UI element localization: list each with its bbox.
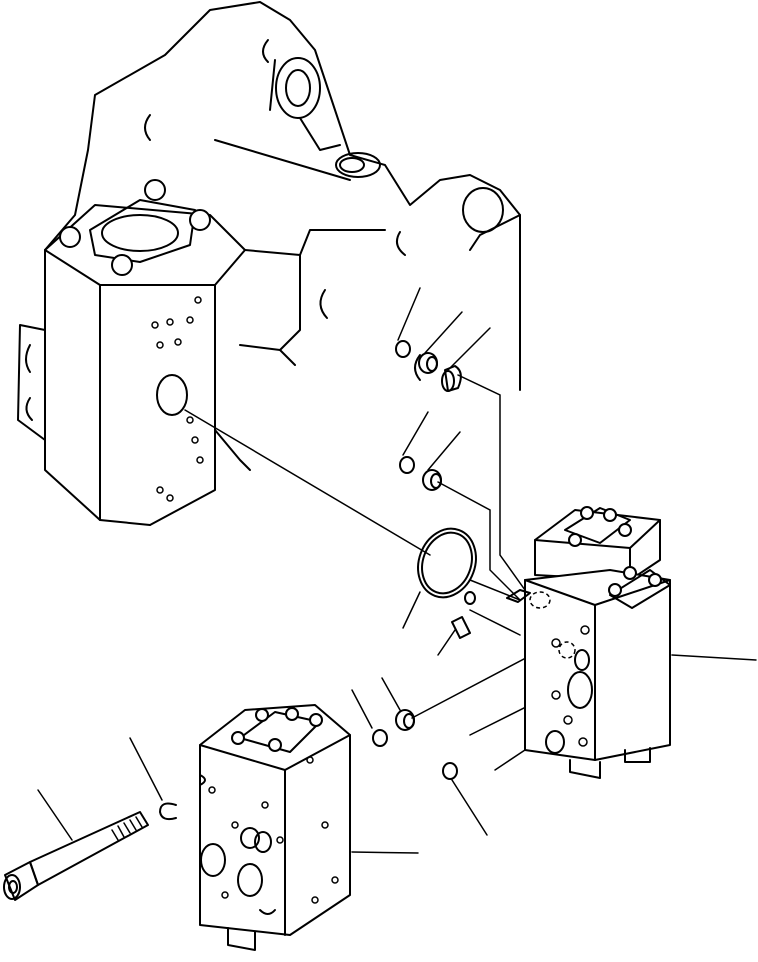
assembly-lines (184, 374, 561, 771)
main-valve-block (506, 506, 671, 779)
secondary-valve-block (199, 704, 351, 951)
leader-line (37, 789, 73, 841)
leader-line (437, 629, 456, 656)
leader-lines (37, 287, 757, 854)
leader-line (351, 689, 373, 729)
housing-port-holes (151, 296, 204, 502)
sleeve (441, 365, 471, 639)
pump-housing (17, 1, 521, 526)
leader-line (671, 654, 757, 661)
leader-line (447, 327, 491, 371)
leader-line (129, 737, 163, 801)
leader-line (381, 677, 401, 711)
leader-line (402, 411, 429, 456)
small-o-ring (372, 340, 476, 780)
snap-ring (159, 802, 177, 821)
socket-head-bolt (3, 811, 149, 901)
leader-line (402, 591, 421, 629)
large-o-ring (417, 527, 477, 599)
leader-line (451, 779, 488, 836)
leader-line (427, 431, 461, 471)
leader-line (351, 851, 419, 854)
leader-line (397, 287, 421, 341)
leader-line (424, 311, 463, 354)
seal-ring (395, 352, 442, 731)
